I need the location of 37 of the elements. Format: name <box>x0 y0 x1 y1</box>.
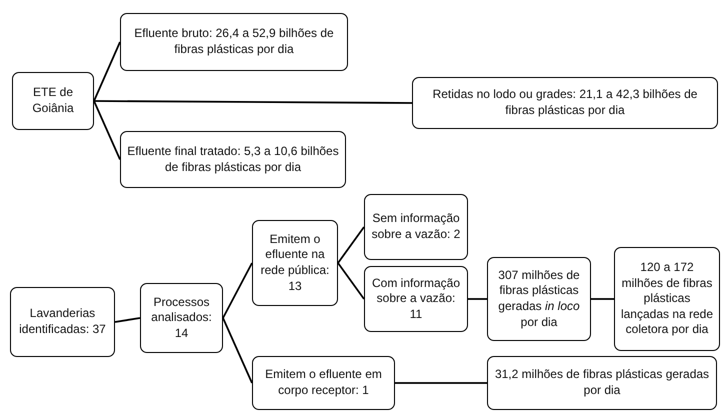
box-text: Efluente final tratado: 5,3 a 10,6 bilhões de fibras plásticas por dia <box>126 144 340 176</box>
box-text: Sem informação sobre a vazão: 2 <box>370 211 462 243</box>
box-text: Retidas no lodo ou grades: 21,1 a 42,3 bilhões de fibras plásticas por dia <box>432 87 698 119</box>
connector-line <box>337 262 365 300</box>
process-box <box>364 266 468 332</box>
connector-line <box>222 318 253 384</box>
connector-line <box>222 262 253 318</box>
connector-line <box>395 382 487 384</box>
connector-line <box>94 100 412 104</box>
connector-line <box>93 42 121 102</box>
connector-line <box>337 226 365 264</box>
process-box <box>140 283 223 353</box>
box-text: 307 milhões de fibras plásticas geradas in loco por dia <box>497 268 581 330</box>
process-box <box>120 13 348 71</box>
process-box <box>252 220 338 306</box>
connector-line <box>93 100 121 160</box>
process-box <box>252 356 395 410</box>
process-box <box>120 131 346 188</box>
box-text: Com informação sobre a vazão: 11 <box>370 276 462 322</box>
connector-line <box>591 298 614 300</box>
process-box <box>12 72 94 130</box>
box-text: ETE de Goiânia <box>31 85 75 117</box>
process-box <box>487 257 591 341</box>
box-text: Emitem o efluente em corpo receptor: 1 <box>264 367 383 399</box>
box-text: Efluente bruto: 26,4 a 52,9 bilhões de fibras plásticas por dia <box>133 26 335 58</box>
box-text: Lavanderias identificadas: 37 <box>18 306 107 338</box>
process-box <box>10 287 115 357</box>
box-text: 31,2 milhões de fibras plásticas geradas por dia <box>494 367 710 399</box>
process-box <box>364 194 468 260</box>
process-box <box>412 77 718 129</box>
connector-line <box>114 317 140 323</box>
process-box <box>487 356 717 410</box>
connector-line <box>468 298 487 300</box>
box-text: Emitem o efluente na rede pública: 13 <box>260 232 330 294</box>
box-text: 120 a 172 milhões de fibras plásticas lançadas na rede coletora por dia <box>620 260 714 338</box>
box-text: Processos analisados: 14 <box>150 294 213 342</box>
process-box <box>614 247 720 351</box>
